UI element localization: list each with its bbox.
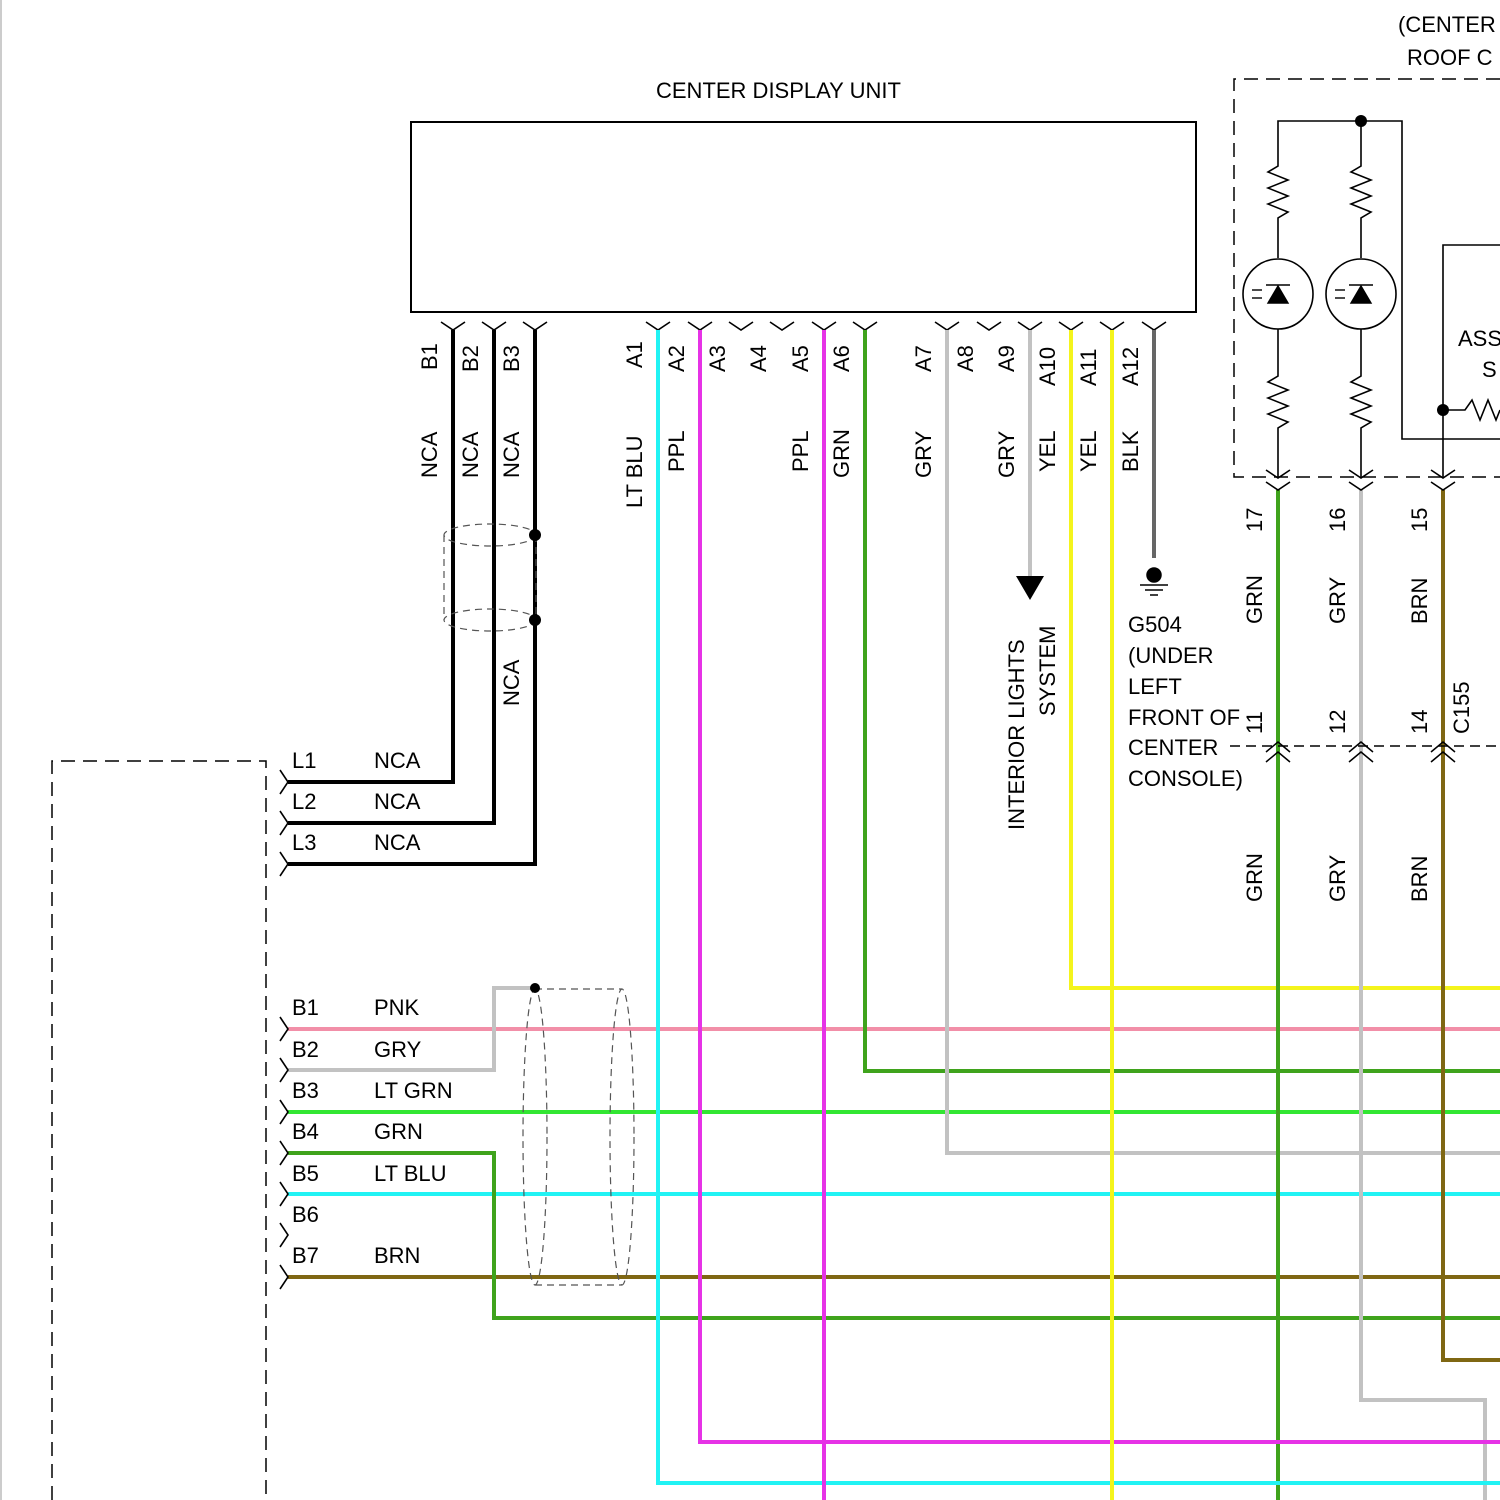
grn-lower-label: GRN [1242, 853, 1267, 902]
wire-label-a7: GRY [911, 430, 936, 478]
gry-upper-label: GRY [1325, 576, 1350, 624]
twisted-pair-lower [523, 989, 634, 1285]
left-pin-label: B4 [292, 1119, 319, 1144]
left-pin-label: B7 [292, 1243, 319, 1268]
wire-label-a5: PPL [788, 430, 813, 472]
pin-15-label: 15 [1407, 508, 1432, 532]
wire-label-a1: LT BLU [622, 435, 647, 508]
pin-11-label: 11 [1242, 711, 1267, 734]
pin-label-b2: B2 [458, 345, 483, 372]
c155-connector [1230, 742, 1500, 762]
assembly-label-1: ASS [1458, 326, 1500, 351]
roof-console-title-1: (CENTER [1398, 12, 1496, 37]
left-wire-color-label: GRY [374, 1037, 422, 1062]
wire-grn-a6 [865, 330, 1500, 1071]
center-display-unit-box [411, 122, 1196, 312]
pin-label-a12: A12 [1118, 347, 1143, 386]
ground-label-line2: (UNDER [1128, 643, 1214, 668]
left-wire-color-label: LT GRN [374, 1078, 453, 1103]
interior-lights-arrow-icon [1016, 576, 1044, 600]
ground-label-line4: FRONT OF [1128, 705, 1240, 730]
ground-symbol-icon [1140, 568, 1168, 595]
roof-console-internals [1243, 121, 1500, 490]
wire-label-a10: YEL [1035, 430, 1060, 472]
left-pin-label: B1 [292, 995, 319, 1020]
grn-upper-label: GRN [1242, 575, 1267, 624]
wire-label-nca-lower: NCA [499, 659, 524, 706]
ground-location-label: G504 (UNDER LEFT FRONT OF CENTER CONSOLE… [1128, 612, 1243, 791]
roof-console-title-2: ROOF C [1407, 45, 1493, 70]
left-wire-color-label: BRN [374, 1243, 420, 1268]
pin-label-a4: A4 [746, 345, 771, 372]
roof-junction-dot-1 [1355, 115, 1367, 127]
splice-dot-lower [530, 983, 540, 993]
roof-junction-dot-2 [1437, 404, 1449, 416]
splice-dot-upper-2 [529, 614, 541, 626]
ground-label-line5: CENTER [1128, 735, 1218, 760]
wire-label-a9: GRY [994, 430, 1019, 478]
pin-label-a9: A9 [994, 345, 1019, 372]
wire-grn-b4 [288, 1153, 1500, 1318]
pin-label-a1: A1 [622, 341, 647, 368]
gry-lower-label: GRY [1325, 854, 1350, 902]
wire-label-b2-nca: NCA [458, 431, 483, 478]
interior-lights-label-2: SYSTEM [1035, 626, 1060, 716]
wire-label-a11: YEL [1076, 430, 1101, 472]
ground-label-line6: CONSOLE) [1128, 766, 1243, 791]
roof-console-outline [1234, 79, 1500, 477]
left-pin-label: L2 [292, 789, 316, 814]
left-wire-color-label: GRN [374, 1119, 423, 1144]
left-wire-color-label: NCA [374, 830, 421, 855]
pin-14-label: 14 [1407, 710, 1432, 734]
left-wire-color-label: LT BLU [374, 1161, 447, 1186]
pin-label-a3: A3 [705, 345, 730, 372]
left-pin-label: B3 [292, 1078, 319, 1103]
wire-lt-blu-a1 [658, 330, 1500, 1483]
splice-dot-upper-1 [529, 529, 541, 541]
wire-label-b1-nca: NCA [417, 431, 442, 478]
brn-lower-label: BRN [1407, 856, 1432, 902]
wire-label-a6: GRN [829, 429, 854, 478]
left-wire-color-label: NCA [374, 748, 421, 773]
pin-label-a2: A2 [664, 345, 689, 372]
left-connector-chevrons [280, 770, 288, 1289]
wire-nca-b1-l1 [288, 330, 453, 782]
pin-label-a6: A6 [829, 345, 854, 372]
pin-label-a5: A5 [788, 345, 813, 372]
ground-label-line3: LEFT [1128, 674, 1182, 699]
cdu-pin-labels: B1 B2 B3 A1 A2 A3 A4 A5 A6 A7 A8 A9 A10 … [417, 341, 1143, 386]
pin-label-a7: A7 [911, 345, 936, 372]
left-component-outline [52, 761, 266, 1500]
left-wire-color-label: NCA [374, 789, 421, 814]
pin-label-a10: A10 [1035, 347, 1060, 386]
cdu-pin-chevrons [441, 322, 1166, 330]
ground-label-line1: G504 [1128, 612, 1182, 637]
left-wire-color-label: PNK [374, 995, 420, 1020]
pin-12-label: 12 [1325, 710, 1350, 734]
wire-gry-16-12 [1361, 490, 1485, 1500]
pin-label-b1: B1 [417, 343, 442, 370]
pin-16-label: 16 [1325, 508, 1350, 532]
pin-label-a11: A11 [1076, 348, 1101, 386]
wire-label-a12: BLK [1118, 430, 1143, 472]
wire-label-b3-nca: NCA [499, 431, 524, 478]
pin-label-a8: A8 [953, 345, 978, 372]
left-pin-label: B5 [292, 1161, 319, 1186]
brn-upper-label: BRN [1407, 578, 1432, 624]
left-pin-label: B2 [292, 1037, 319, 1062]
left-pin-label: B6 [292, 1202, 319, 1227]
pin-17-label: 17 [1242, 508, 1267, 532]
twisted-pair-upper [444, 524, 536, 631]
left-pin-label: L3 [292, 830, 316, 855]
interior-lights-label-1: INTERIOR LIGHTS [1004, 639, 1029, 830]
left-pin-label: L1 [292, 748, 316, 773]
pin-label-b3: B3 [499, 345, 524, 372]
wire-brn-15-14 [1443, 490, 1500, 1360]
wire-label-a2: PPL [664, 430, 689, 472]
c155-label: C155 [1449, 681, 1474, 734]
assembly-label-2: S [1482, 357, 1497, 382]
center-display-unit-title: CENTER DISPLAY UNIT [656, 78, 901, 103]
